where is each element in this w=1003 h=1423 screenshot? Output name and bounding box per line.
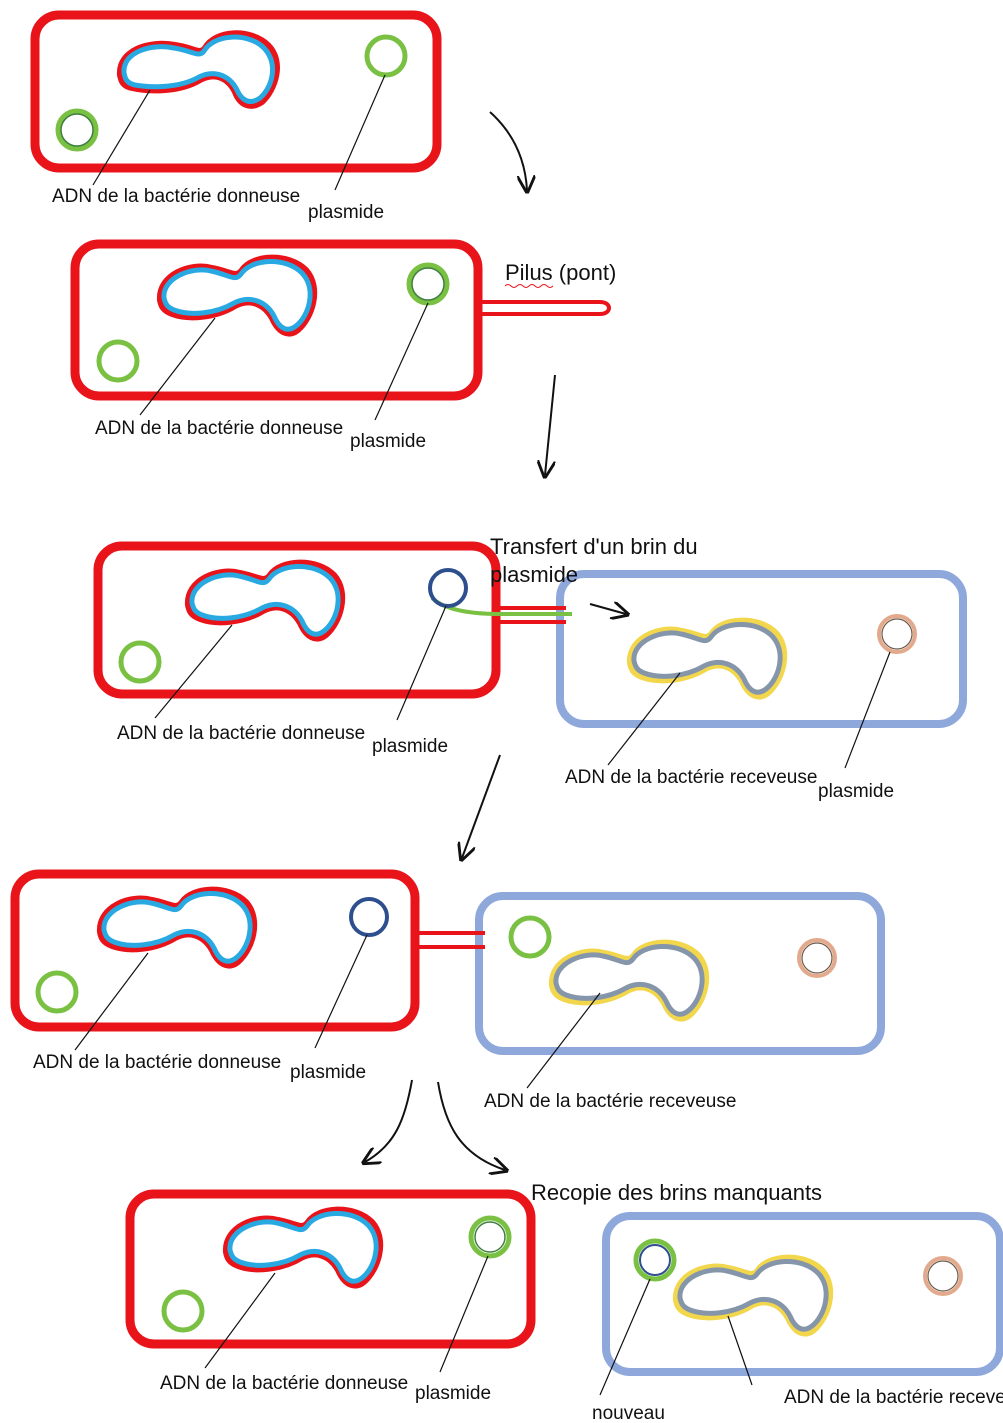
arrow-4-right bbox=[437, 1081, 505, 1170]
plasmid-green-2 bbox=[55, 108, 99, 152]
donor-chromosome bbox=[116, 30, 280, 109]
arrow-2 bbox=[545, 374, 556, 475]
stage-5: Recopie des brins manquants ADN de la ba… bbox=[125, 1180, 1003, 1423]
pointer-line bbox=[599, 1278, 651, 1396]
plasmid-green-2 bbox=[118, 640, 162, 684]
plasmid-green bbox=[468, 1215, 512, 1259]
plasmid-new bbox=[633, 1238, 677, 1282]
recipient-dna-label: ADN de la bactérie receveuse bbox=[565, 767, 817, 788]
plasmid-label: plasmide bbox=[308, 202, 384, 223]
pilus bbox=[415, 931, 485, 949]
donor-cell-membrane bbox=[10, 869, 420, 1032]
direction-arrow bbox=[589, 604, 626, 614]
donor-cell-membrane bbox=[70, 239, 483, 401]
recipient-cell-membrane bbox=[556, 570, 967, 728]
donor-dna-label: ADN de la bactérie donneuse bbox=[160, 1373, 408, 1394]
plasmid-label: plasmide bbox=[290, 1062, 366, 1083]
pointer-line bbox=[607, 672, 681, 766]
donor-dna-label: ADN de la bactérie donneuse bbox=[33, 1052, 281, 1073]
plasmid-green bbox=[406, 262, 450, 306]
plasmid-green-2 bbox=[161, 1289, 205, 1333]
pointer-line bbox=[526, 992, 601, 1089]
stage-1: ADN de la bactérie donneuse plasmide bbox=[30, 10, 442, 223]
stage-2: ADN de la bactérie donneuse plasmide Pil… bbox=[70, 239, 616, 452]
pointer-line bbox=[334, 74, 386, 191]
plasmid-label: plasmide bbox=[415, 1383, 491, 1404]
recipient-cell-membrane bbox=[602, 1212, 1003, 1376]
pointer-line bbox=[154, 624, 233, 719]
plasmid-green bbox=[364, 34, 408, 78]
new-label: nouveau bbox=[592, 1403, 665, 1423]
arrow-1 bbox=[489, 111, 527, 190]
recipient-cell-membrane bbox=[475, 892, 885, 1055]
donor-dna-label: ADN de la bactérie donneuse bbox=[117, 723, 365, 744]
plasmid-pink bbox=[797, 938, 837, 978]
pointer-line bbox=[396, 605, 447, 721]
plasmid-pink bbox=[877, 614, 917, 654]
pointer-line bbox=[439, 1255, 489, 1373]
donor-dna-label: ADN de la bactérie donneuse bbox=[52, 186, 300, 207]
plasmid-blue bbox=[349, 897, 389, 937]
arrow-3 bbox=[462, 754, 501, 858]
pointer-line bbox=[74, 952, 149, 1051]
donor-cell-membrane bbox=[30, 10, 442, 173]
plasmid-green-new bbox=[508, 915, 552, 959]
stage-4: ADN de la bactérie donneuse plasmide ADN… bbox=[10, 869, 885, 1112]
plasmid-blue bbox=[428, 568, 468, 608]
pointer-line bbox=[204, 1272, 276, 1369]
stage-3: ADN de la bactérie donneuse plasmide ADN… bbox=[93, 534, 967, 802]
pilus bbox=[496, 606, 566, 624]
plasmid-label: plasmide bbox=[350, 431, 426, 452]
pointer-line bbox=[374, 302, 429, 421]
pointer-line bbox=[139, 317, 216, 416]
plasmid-green-2 bbox=[96, 339, 140, 383]
transfer-label-line1: Transfert d'un brin du bbox=[490, 534, 698, 559]
plasmid-label: plasmide bbox=[372, 736, 448, 757]
pilus-label: Pilus (pont) bbox=[505, 260, 616, 285]
pointer-line bbox=[92, 89, 151, 186]
pointer-line bbox=[314, 934, 368, 1049]
pointer-line bbox=[727, 1315, 753, 1386]
plasmid-green-2 bbox=[35, 970, 79, 1014]
donor-cell-membrane bbox=[125, 1189, 536, 1349]
copy-label: Recopie des brins manquants bbox=[531, 1180, 822, 1205]
plasmid-label: plasmide bbox=[818, 781, 894, 802]
pointer-line bbox=[844, 651, 891, 769]
recipient-dna-label: ADN de la bactérie receveuse bbox=[484, 1091, 736, 1112]
donor-dna-label: ADN de la bactérie donneuse bbox=[95, 418, 343, 439]
transfer-label-line2: plasmide bbox=[490, 562, 578, 587]
plasmid-pink bbox=[923, 1256, 963, 1296]
arrow-4-left bbox=[365, 1079, 413, 1162]
pilus bbox=[478, 300, 611, 316]
recipient-dna-label: ADN de la bactérie receveuse bbox=[784, 1387, 1003, 1408]
